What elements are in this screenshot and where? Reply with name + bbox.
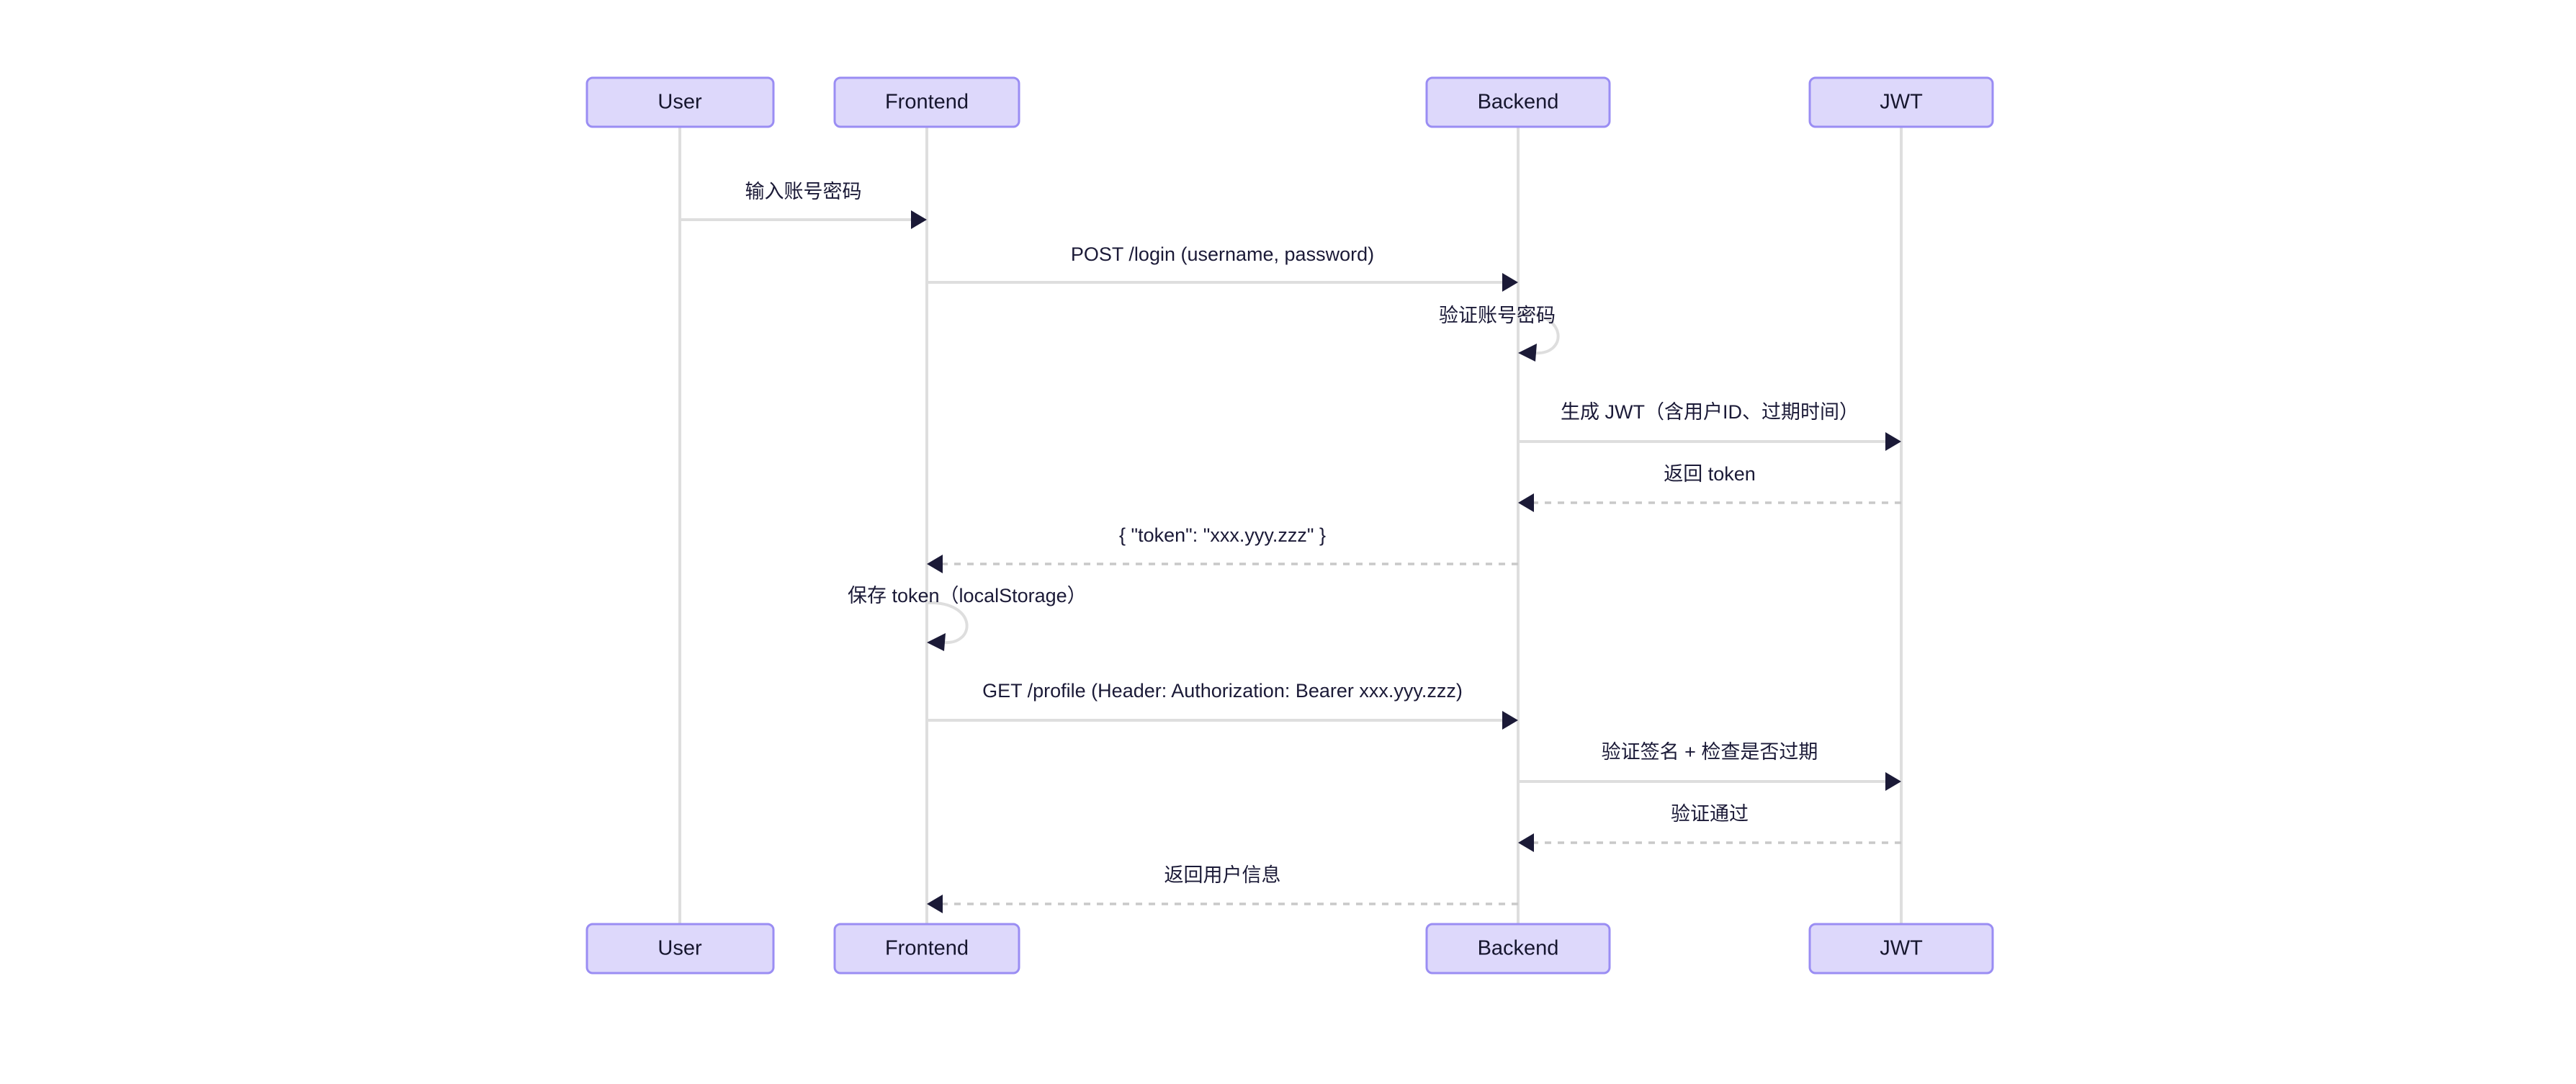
message-label-6: { "token": "xxx.yyy.zzz" } — [1119, 524, 1326, 546]
arrow-head-icon — [1502, 711, 1518, 730]
participant-box-jwt-top[interactable] — [1808, 76, 1994, 128]
message-3-backend-to-backend[interactable] — [1517, 311, 1560, 362]
arrow-head-icon — [911, 210, 927, 229]
message-label-9: 验证签名 + 检查是否过期 — [1602, 741, 1818, 763]
message-1-user-to-frontend[interactable] — [680, 210, 927, 229]
message-label-7: 保存 token（localStorage） — [848, 585, 1087, 606]
message-label-10: 验证通过 — [1671, 803, 1749, 825]
message-8-frontend-to-backend[interactable] — [927, 711, 1518, 730]
arrow-head-icon — [927, 555, 943, 573]
arrow-head-icon — [1518, 833, 1534, 852]
participant-box-backend-bottom[interactable] — [1425, 923, 1611, 975]
message-label-8: GET /profile (Header: Authorization: Bea… — [982, 680, 1463, 702]
participant-label-jwt-top: JWT — [1880, 91, 1923, 114]
message-5-jwt-to-backend[interactable] — [1518, 493, 1901, 512]
arrow-head-icon — [927, 633, 946, 651]
participant-label-frontend-bottom: Frontend — [885, 937, 969, 960]
arrow-head-icon — [1885, 432, 1901, 451]
messages-group — [680, 210, 1901, 913]
message-10-jwt-to-backend[interactable] — [1518, 833, 1901, 852]
participants-top-group: User Frontend Backend JWT — [585, 76, 1994, 128]
message-2-frontend-to-backend[interactable] — [927, 273, 1518, 292]
message-label-11: 返回用户信息 — [1164, 864, 1281, 886]
participant-box-backend-top[interactable] — [1425, 76, 1611, 128]
message-9-backend-to-jwt[interactable] — [1518, 772, 1901, 791]
message-label-3: 验证账号密码 — [1439, 305, 1556, 326]
self-loop-path — [1517, 311, 1560, 355]
message-label-5: 返回 token — [1664, 463, 1756, 485]
participant-box-frontend-top[interactable] — [833, 76, 1020, 128]
message-label-4: 生成 JWT（含用户ID、过期时间） — [1561, 401, 1859, 423]
participant-box-jwt-bottom[interactable] — [1808, 923, 1994, 975]
arrow-head-icon — [1502, 273, 1518, 292]
message-labels-group: 输入账号密码 POST /login (username, password) 验证… — [745, 181, 1859, 886]
participants-bottom-group: User Frontend Backend JWT — [585, 923, 1994, 975]
arrow-head-icon — [1885, 772, 1901, 791]
participant-label-backend-bottom: Backend — [1478, 937, 1559, 960]
participant-label-jwt-bottom: JWT — [1880, 937, 1923, 960]
message-11-backend-to-frontend[interactable] — [927, 895, 1518, 913]
arrow-head-icon — [1518, 344, 1537, 362]
message-6-backend-to-frontend[interactable] — [927, 555, 1518, 573]
participant-label-backend-top: Backend — [1478, 91, 1559, 114]
message-label-2: POST /login (username, password) — [1071, 243, 1374, 265]
participant-box-user-bottom[interactable] — [585, 923, 775, 975]
arrow-head-icon — [927, 895, 943, 913]
message-4-backend-to-jwt[interactable] — [1518, 432, 1901, 451]
participant-box-user-top[interactable] — [585, 76, 775, 128]
message-label-1: 输入账号密码 — [745, 181, 862, 202]
participant-box-frontend-bottom[interactable] — [833, 923, 1020, 975]
participant-label-user-top: User — [658, 91, 702, 114]
participant-label-frontend-top: Frontend — [885, 91, 969, 114]
participant-label-user-bottom: User — [658, 937, 702, 960]
arrow-head-icon — [1518, 493, 1534, 512]
message-7-frontend-to-frontend[interactable] — [926, 601, 969, 651]
lifelines-group — [678, 127, 1903, 924]
self-loop-path — [926, 601, 969, 645]
